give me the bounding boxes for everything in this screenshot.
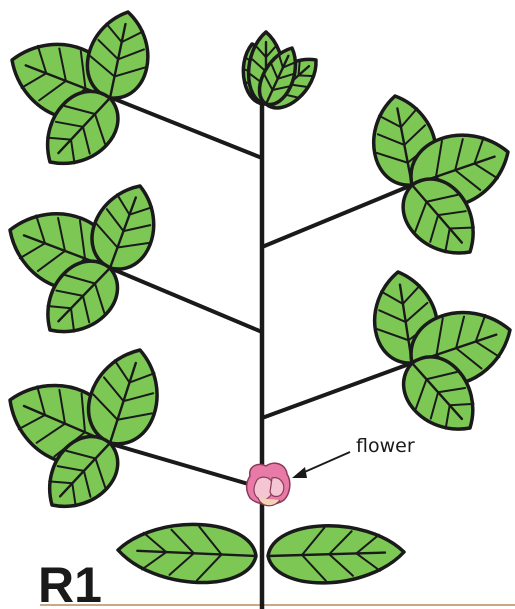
callout-arrow-head (292, 467, 307, 478)
trifoliate-lower-right (375, 272, 510, 429)
trifoliate-upper-left (12, 12, 148, 163)
trifoliate-upper-right (374, 96, 508, 253)
trifoliate-upper-left-leaflet-2 (87, 12, 147, 98)
trifoliate-lower-left (10, 350, 157, 506)
branch-upper-left (112, 98, 262, 158)
branch-middle-left (110, 268, 262, 332)
branch-lower-left (108, 443, 262, 488)
unifoliate-left (118, 524, 256, 582)
trifoliate-lower-left-leaflet-2 (89, 350, 157, 444)
callout-label: flower (356, 435, 415, 457)
flower-callout: flower (292, 435, 415, 478)
trifoliate-middle-left-leaflet-2 (92, 186, 154, 269)
branch-upper-right (262, 185, 412, 247)
callout-arrow-line (300, 452, 350, 474)
terminal-bud (243, 32, 316, 108)
branch-lower-right (262, 363, 412, 418)
flower-keel (270, 478, 284, 497)
trifoliate-middle-left (10, 186, 154, 332)
flower (247, 463, 290, 506)
unifoliate-right (268, 526, 404, 583)
growth-stage-label: R1 (38, 557, 102, 609)
